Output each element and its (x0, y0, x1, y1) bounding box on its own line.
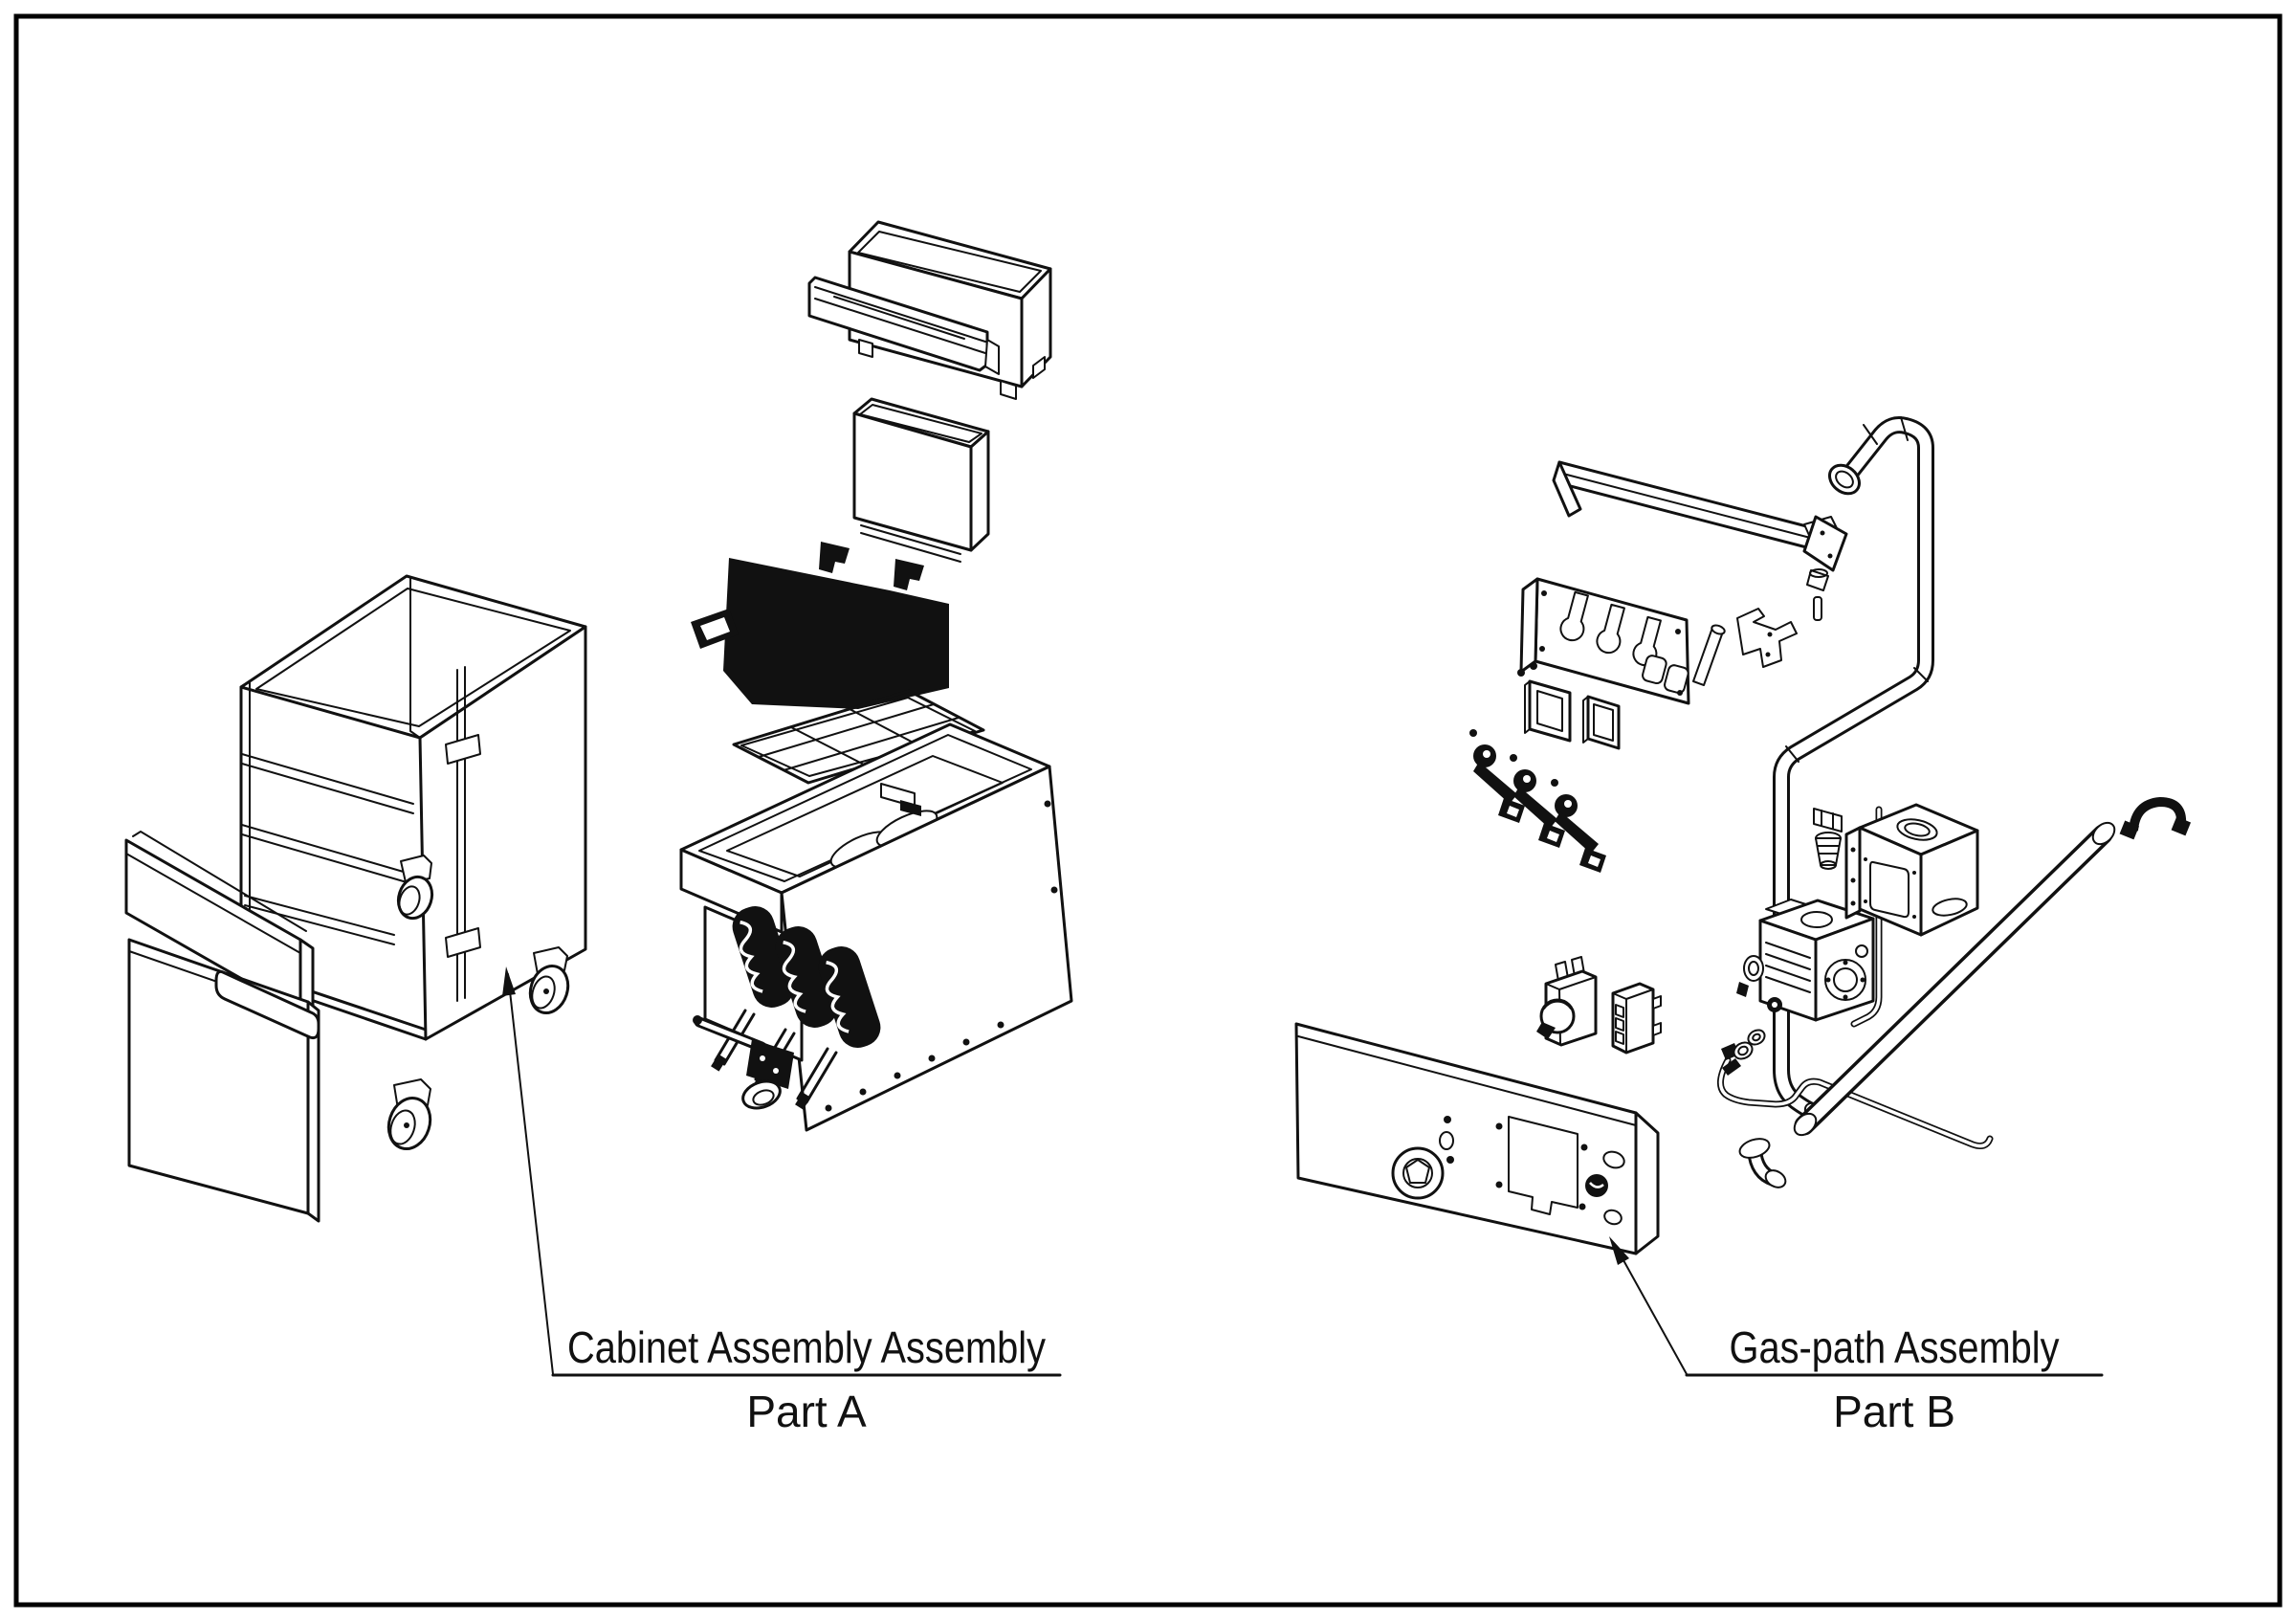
hinge-rod (445, 666, 481, 1002)
hi-limit-switch (1611, 982, 1662, 1055)
thermostat (1536, 956, 1598, 1047)
caster-rear (396, 855, 434, 921)
cabinet-assembly (124, 574, 587, 1223)
leader-arrow-a (502, 966, 516, 996)
label-part-b-subtitle: Part B (1833, 1387, 1955, 1436)
burner-manifold-plate (1519, 577, 1690, 705)
compression-fitting (1815, 832, 1842, 870)
gas-supply-pipe (1793, 821, 2116, 1137)
mounting-bracket-small (1517, 662, 1572, 743)
caster-front (386, 1078, 432, 1150)
mounting-bracket-small-2 (1582, 695, 1621, 750)
leader-line-b (1618, 1251, 1688, 1375)
label-part-b-title: Gas-path Assembly (1730, 1322, 2060, 1372)
roll-pin (1692, 624, 1726, 686)
igniter-button (1585, 1174, 1608, 1197)
label-part-a-title: Cabinet Assembly Assembly (567, 1322, 1046, 1372)
flue-pipe (1773, 416, 1934, 1122)
pilot-tube (1717, 806, 1994, 1149)
basket-rack (732, 689, 985, 785)
gas-path-assembly (1294, 416, 2192, 1255)
label-part-a-subtitle: Part A (746, 1387, 867, 1436)
support-rail (807, 276, 1000, 375)
valve-mounting-box (1844, 803, 1979, 937)
hex-nut (1813, 808, 1843, 833)
orifice-fittings (1469, 729, 1606, 873)
gas-valve (1736, 899, 1875, 1022)
pipe-clamp (2119, 796, 2192, 840)
control-panel (1294, 1022, 1660, 1255)
door-handle (214, 969, 320, 1040)
drain-valve (693, 1015, 794, 1110)
cabinet-door-panel (127, 938, 320, 1223)
fry-basket (691, 542, 949, 709)
frypot-assembly (679, 220, 1073, 1132)
leader-line-a (507, 973, 554, 1375)
igniter-bracket (1736, 608, 1798, 668)
splash-guard (852, 397, 990, 563)
caster-right (528, 946, 570, 1014)
pivot-plate (1802, 515, 1848, 621)
elbow-fitting (1738, 1138, 1787, 1188)
callout-part-a: Cabinet Assembly Assembly Part A (502, 966, 1062, 1436)
leader-arrow-b (1609, 1236, 1629, 1265)
washer-stack (1722, 1029, 1766, 1076)
callout-part-b: Gas-path Assembly Part B (1609, 1236, 2104, 1436)
burner-coils (732, 906, 881, 1048)
